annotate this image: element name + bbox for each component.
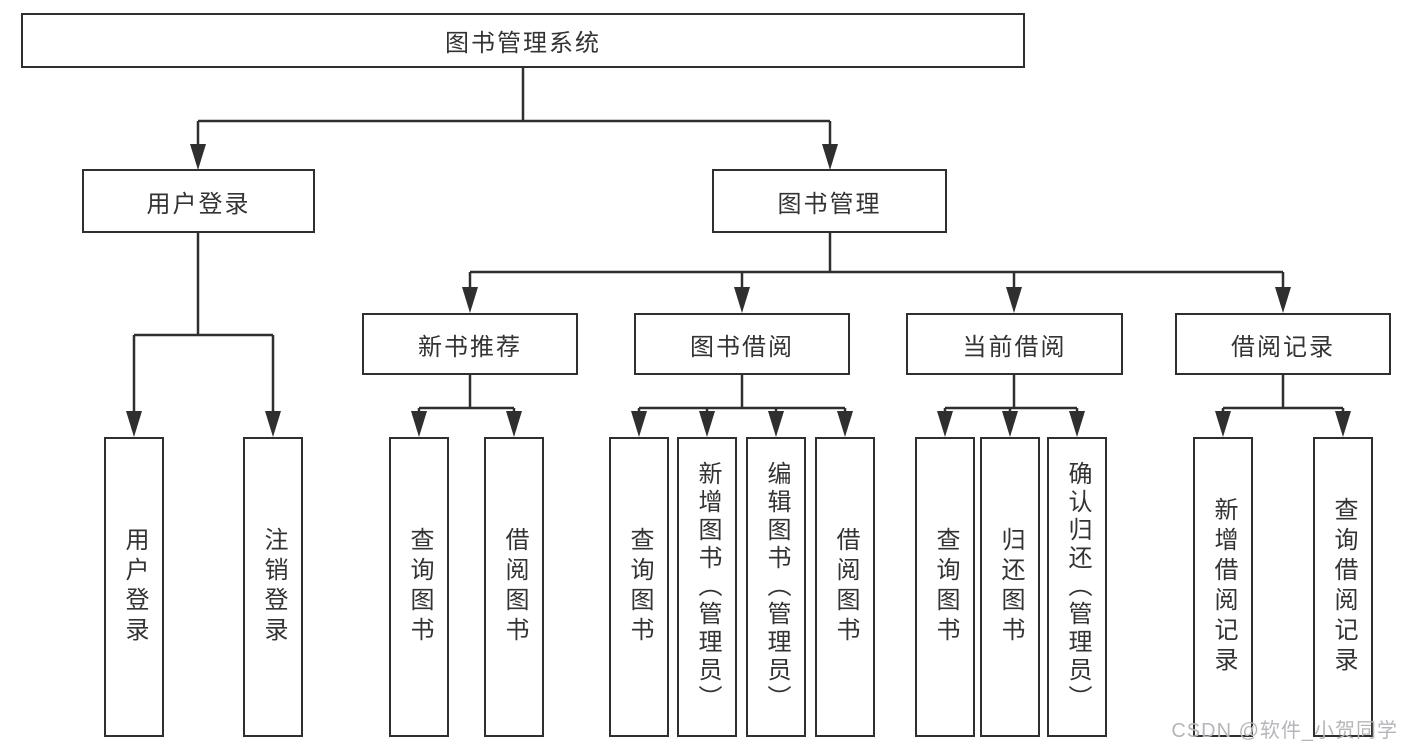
leaf-query-books-borrowing: 查询图书 bbox=[609, 437, 669, 737]
node-current-borrowing: 当前借阅 bbox=[906, 313, 1123, 375]
leaf-logout: 注销登录 bbox=[243, 437, 303, 737]
leaf-query-borrow-record: 查询借阅记录 bbox=[1313, 437, 1373, 737]
node-new-book-recommend: 新书推荐 bbox=[362, 313, 578, 375]
node-book-management: 图书管理 bbox=[712, 169, 947, 233]
leaf-borrow-books-borrowing: 借阅图书 bbox=[815, 437, 875, 737]
leaf-user-login: 用户登录 bbox=[104, 437, 164, 737]
leaf-query-books-recommend: 查询图书 bbox=[389, 437, 449, 737]
leaf-borrow-books-recommend: 借阅图书 bbox=[484, 437, 544, 737]
node-book-borrowing: 图书借阅 bbox=[634, 313, 850, 375]
node-borrowing-records: 借阅记录 bbox=[1175, 313, 1391, 375]
leaf-edit-books-admin: 编辑图书（管理员） bbox=[746, 437, 806, 737]
node-user-login: 用户登录 bbox=[82, 169, 315, 233]
node-library-system: 图书管理系统 bbox=[21, 13, 1025, 68]
leaf-add-books-admin: 新增图书（管理员） bbox=[677, 437, 737, 737]
leaf-add-borrow-record: 新增借阅记录 bbox=[1193, 437, 1253, 737]
leaf-query-books-current: 查询图书 bbox=[915, 437, 975, 737]
leaf-return-books: 归还图书 bbox=[980, 437, 1040, 737]
csdn-watermark: CSDN @软件_小贺同学 bbox=[1171, 720, 1398, 742]
leaf-confirm-return-admin: 确认归还（管理员） bbox=[1047, 437, 1107, 737]
